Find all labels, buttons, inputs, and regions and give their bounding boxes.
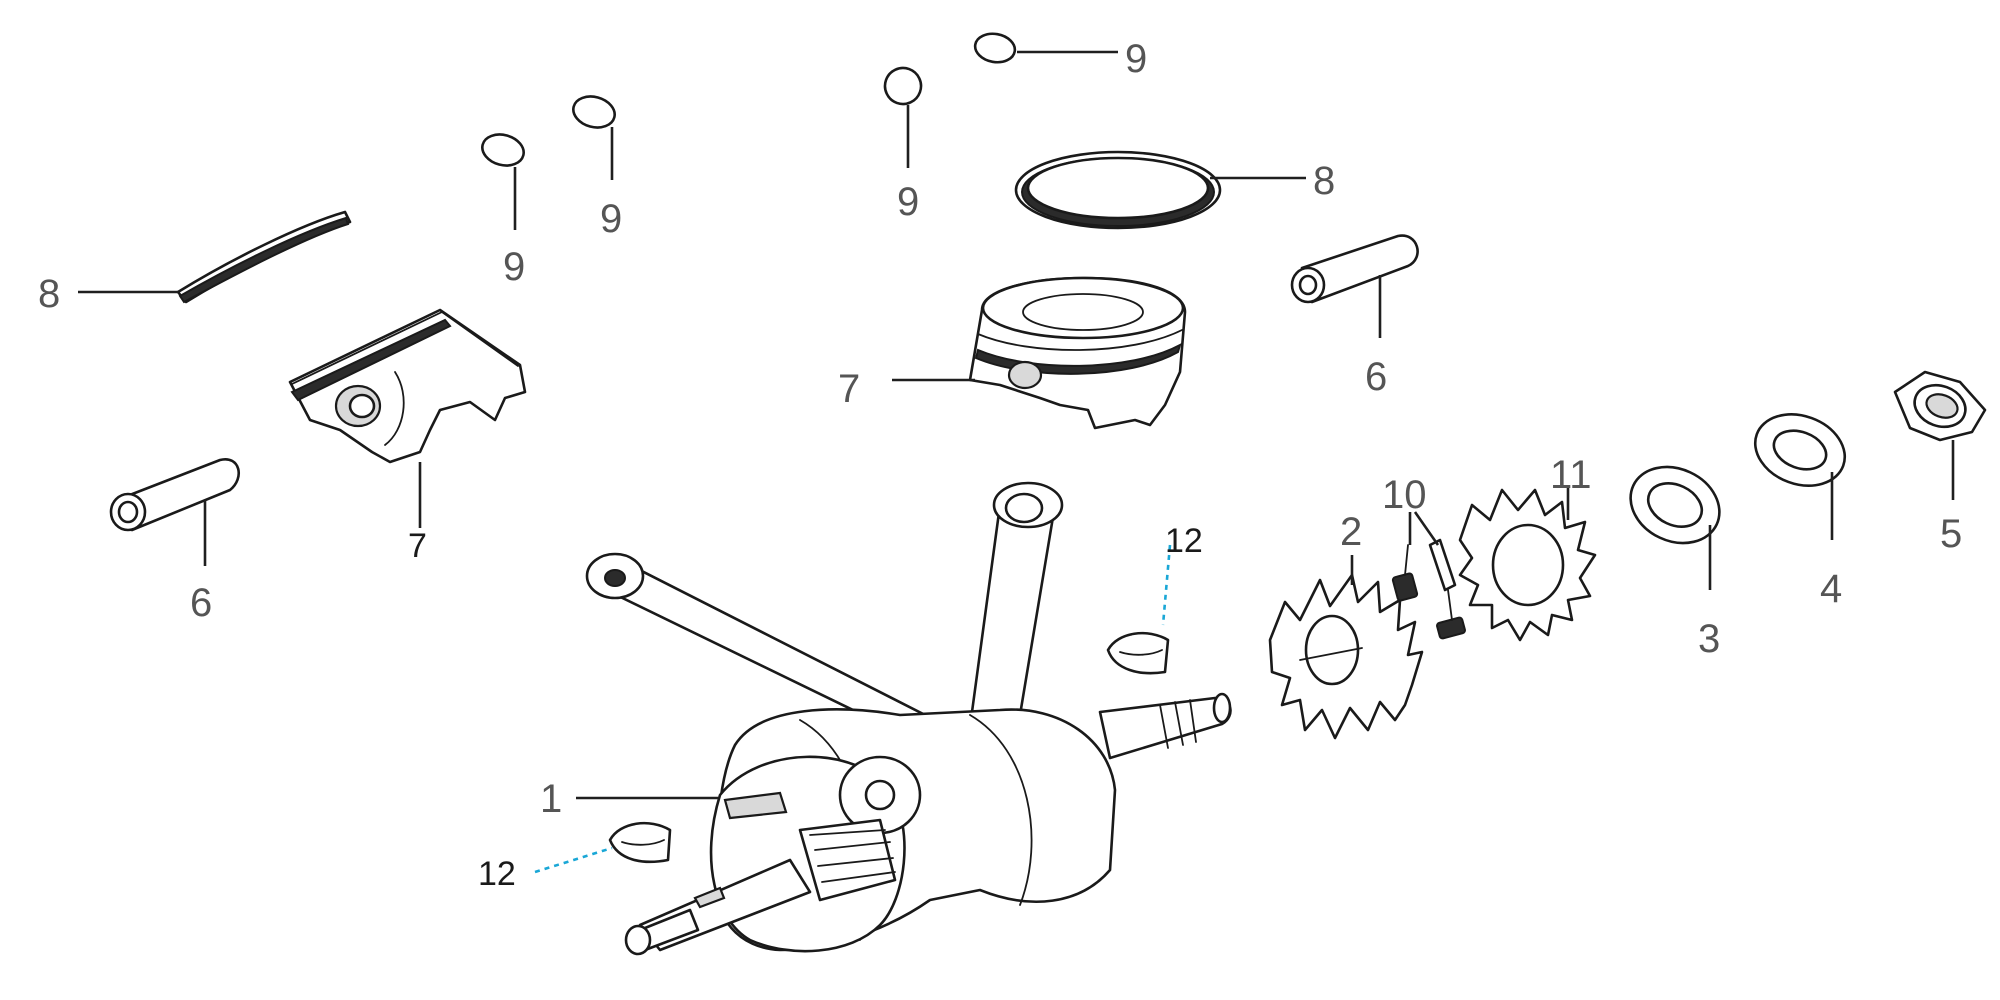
callout-12-top: 12 [1165,522,1203,560]
piston-pin-left [109,458,240,532]
timing-gear-large [1458,488,1597,642]
piston-right [968,276,1187,430]
woodruff-key-bottom [608,821,672,864]
circlip-3 [883,66,923,106]
piston-ring-right [1014,150,1222,230]
callout-1: 1 [540,777,562,821]
callout-6-right: 6 [1365,355,1387,399]
callout-12-bottom: 12 [478,855,516,893]
piston-ring-left [176,210,352,304]
callout-11: 11 [1550,453,1592,497]
callout-2: 2 [1340,510,1362,554]
circlip-1 [481,133,525,167]
callout-3: 3 [1698,617,1720,661]
callout-10: 10 [1382,473,1427,517]
crankshaft-assembly [585,481,1232,956]
washer-3 [1629,465,1721,545]
callout-7-right: 7 [838,367,860,411]
callout-8-left: 8 [38,272,60,316]
piston-left [288,308,527,464]
callout-4: 4 [1820,567,1842,611]
callout-9-a: 9 [503,245,525,289]
woodruff-key-top [1106,631,1170,675]
callout-6-left: 6 [190,581,212,625]
bolts [1391,538,1466,640]
callout-9-b: 9 [600,197,622,241]
circlip-4 [973,32,1017,64]
callout-7-left: 7 [408,527,427,565]
piston-pin-right [1290,234,1419,304]
circlip-2 [572,95,616,129]
callout-9-c: 9 [897,180,919,224]
callout-9-d: 9 [1125,37,1147,81]
callout-5: 5 [1940,512,1962,556]
timing-gear-small [1268,573,1424,740]
washer-4 [1753,413,1847,487]
callout-8-right: 8 [1313,159,1335,203]
nut-5 [1893,370,1987,442]
